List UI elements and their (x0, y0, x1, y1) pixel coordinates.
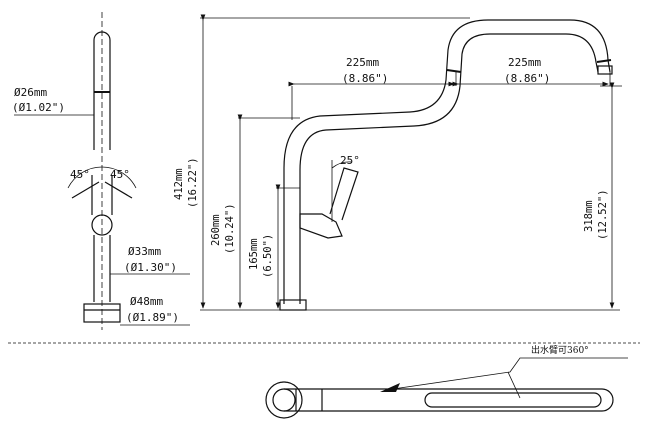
top-base-inner (272, 388, 296, 412)
lever-arm (329, 167, 359, 221)
top-base-outer (265, 381, 303, 419)
body-upper (91, 175, 113, 215)
lever-hub (299, 213, 343, 239)
front-base (279, 299, 307, 311)
angle-arc (67, 166, 137, 189)
angle-right-label: 45° (110, 168, 130, 181)
dia-spout-label: Ø26mm (14, 86, 47, 99)
height-handle-label: 165mm (248, 238, 260, 270)
outlet-height-in-label: (12.52") (597, 189, 609, 240)
reach2-label: 225mm (508, 56, 541, 69)
aerator (597, 65, 613, 75)
outlet-band (596, 59, 612, 63)
reach1-label: 225mm (346, 56, 379, 69)
spout-inner (299, 33, 599, 304)
body-knob (91, 214, 113, 236)
note-arrow (380, 383, 400, 392)
body-tube (93, 235, 111, 302)
dia-body-label: Ø33mm (128, 245, 161, 258)
top-spout (284, 388, 614, 412)
outlet-height-label: 318mm (583, 200, 595, 232)
lever-angle-arc (331, 161, 353, 169)
spout-joint (446, 69, 462, 73)
side-view: Ø26mm (Ø1.02") 45° 45° Ø33mm (Ø1.30") Ø4… (12, 12, 190, 330)
front-view: 225mm (8.86") 225mm (8.86") 25° 412mm (1… (173, 14, 622, 311)
rotation-note: 出水臂可360° (531, 344, 589, 356)
height-spout-in-label: (10.24") (224, 203, 236, 254)
spout-tube (93, 31, 111, 150)
height-total-label: 412mm (173, 168, 185, 200)
note-leader-2 (507, 371, 521, 399)
height-total-in-label: (16.22") (187, 157, 199, 208)
dia-spout-in-label: (Ø1.02") (12, 101, 65, 114)
base-flange (83, 303, 121, 323)
spout-outer (283, 19, 611, 304)
height-handle-in-label: (6.50") (262, 234, 274, 278)
dia-body-in-label: (Ø1.30") (124, 261, 177, 274)
reach1-in-label: (8.86") (342, 72, 388, 85)
reach2-in-label: (8.86") (504, 72, 550, 85)
top-view: 出水臂可360° (8, 342, 640, 419)
angle-left-label: 45° (70, 168, 90, 181)
top-spout-end (424, 392, 602, 408)
dia-base-label: Ø48mm (130, 295, 163, 308)
handle-angle-label: 25° (340, 154, 360, 167)
dia-base-in-label: (Ø1.89") (126, 311, 179, 324)
note-leader-1 (385, 357, 628, 391)
handle-arms (71, 181, 133, 199)
height-spout-label: 260mm (210, 214, 222, 246)
